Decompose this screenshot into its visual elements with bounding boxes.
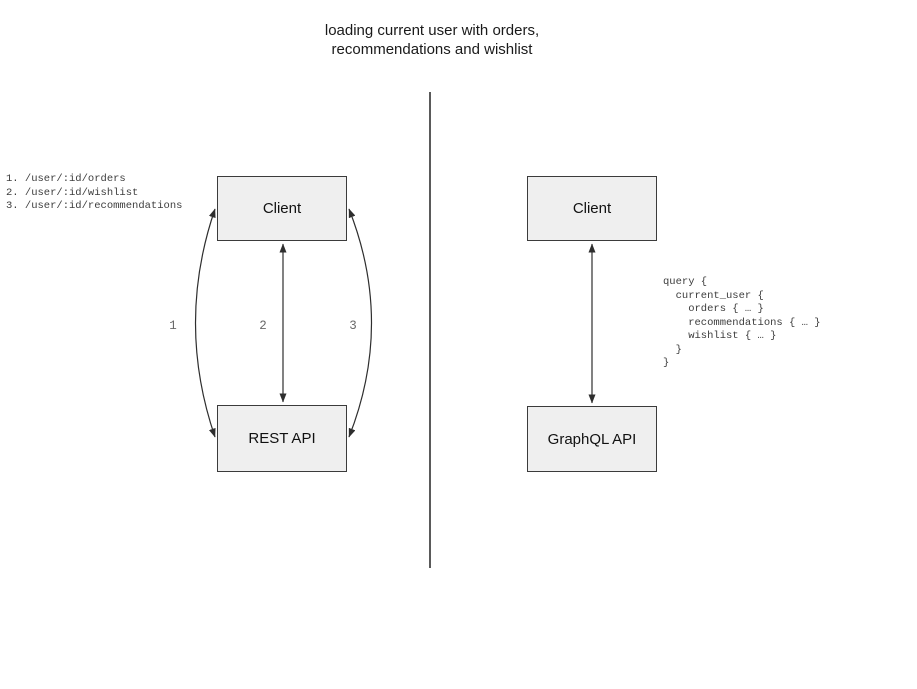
rest-api-label: REST API bbox=[248, 430, 316, 447]
graphql-client-label: Client bbox=[572, 200, 612, 217]
panel-divider-line bbox=[429, 92, 431, 568]
graphql-query-code: query { current_user { orders { … } reco… bbox=[663, 276, 821, 369]
rest-api-box: REST API bbox=[217, 405, 347, 472]
rest-client-label: Client bbox=[262, 200, 302, 217]
rest-arrow-1-curve bbox=[194, 208, 216, 438]
graphql-api-box: GraphQL API bbox=[527, 406, 657, 472]
diagram-title: loading current user with orders, recomm… bbox=[324, 22, 540, 58]
rest-arrow-label-3: 3 bbox=[349, 319, 357, 333]
graphql-client-box: Client bbox=[527, 176, 657, 241]
rest-endpoints-list: 1. /user/:id/orders 2. /user/:id/wishlis… bbox=[6, 173, 183, 212]
rest-client-box: Client bbox=[217, 176, 347, 241]
graphql-api-label: GraphQL API bbox=[547, 430, 637, 448]
rest-arrow-label-1: 1 bbox=[169, 319, 177, 333]
rest-arrow-label-2: 2 bbox=[259, 319, 267, 333]
